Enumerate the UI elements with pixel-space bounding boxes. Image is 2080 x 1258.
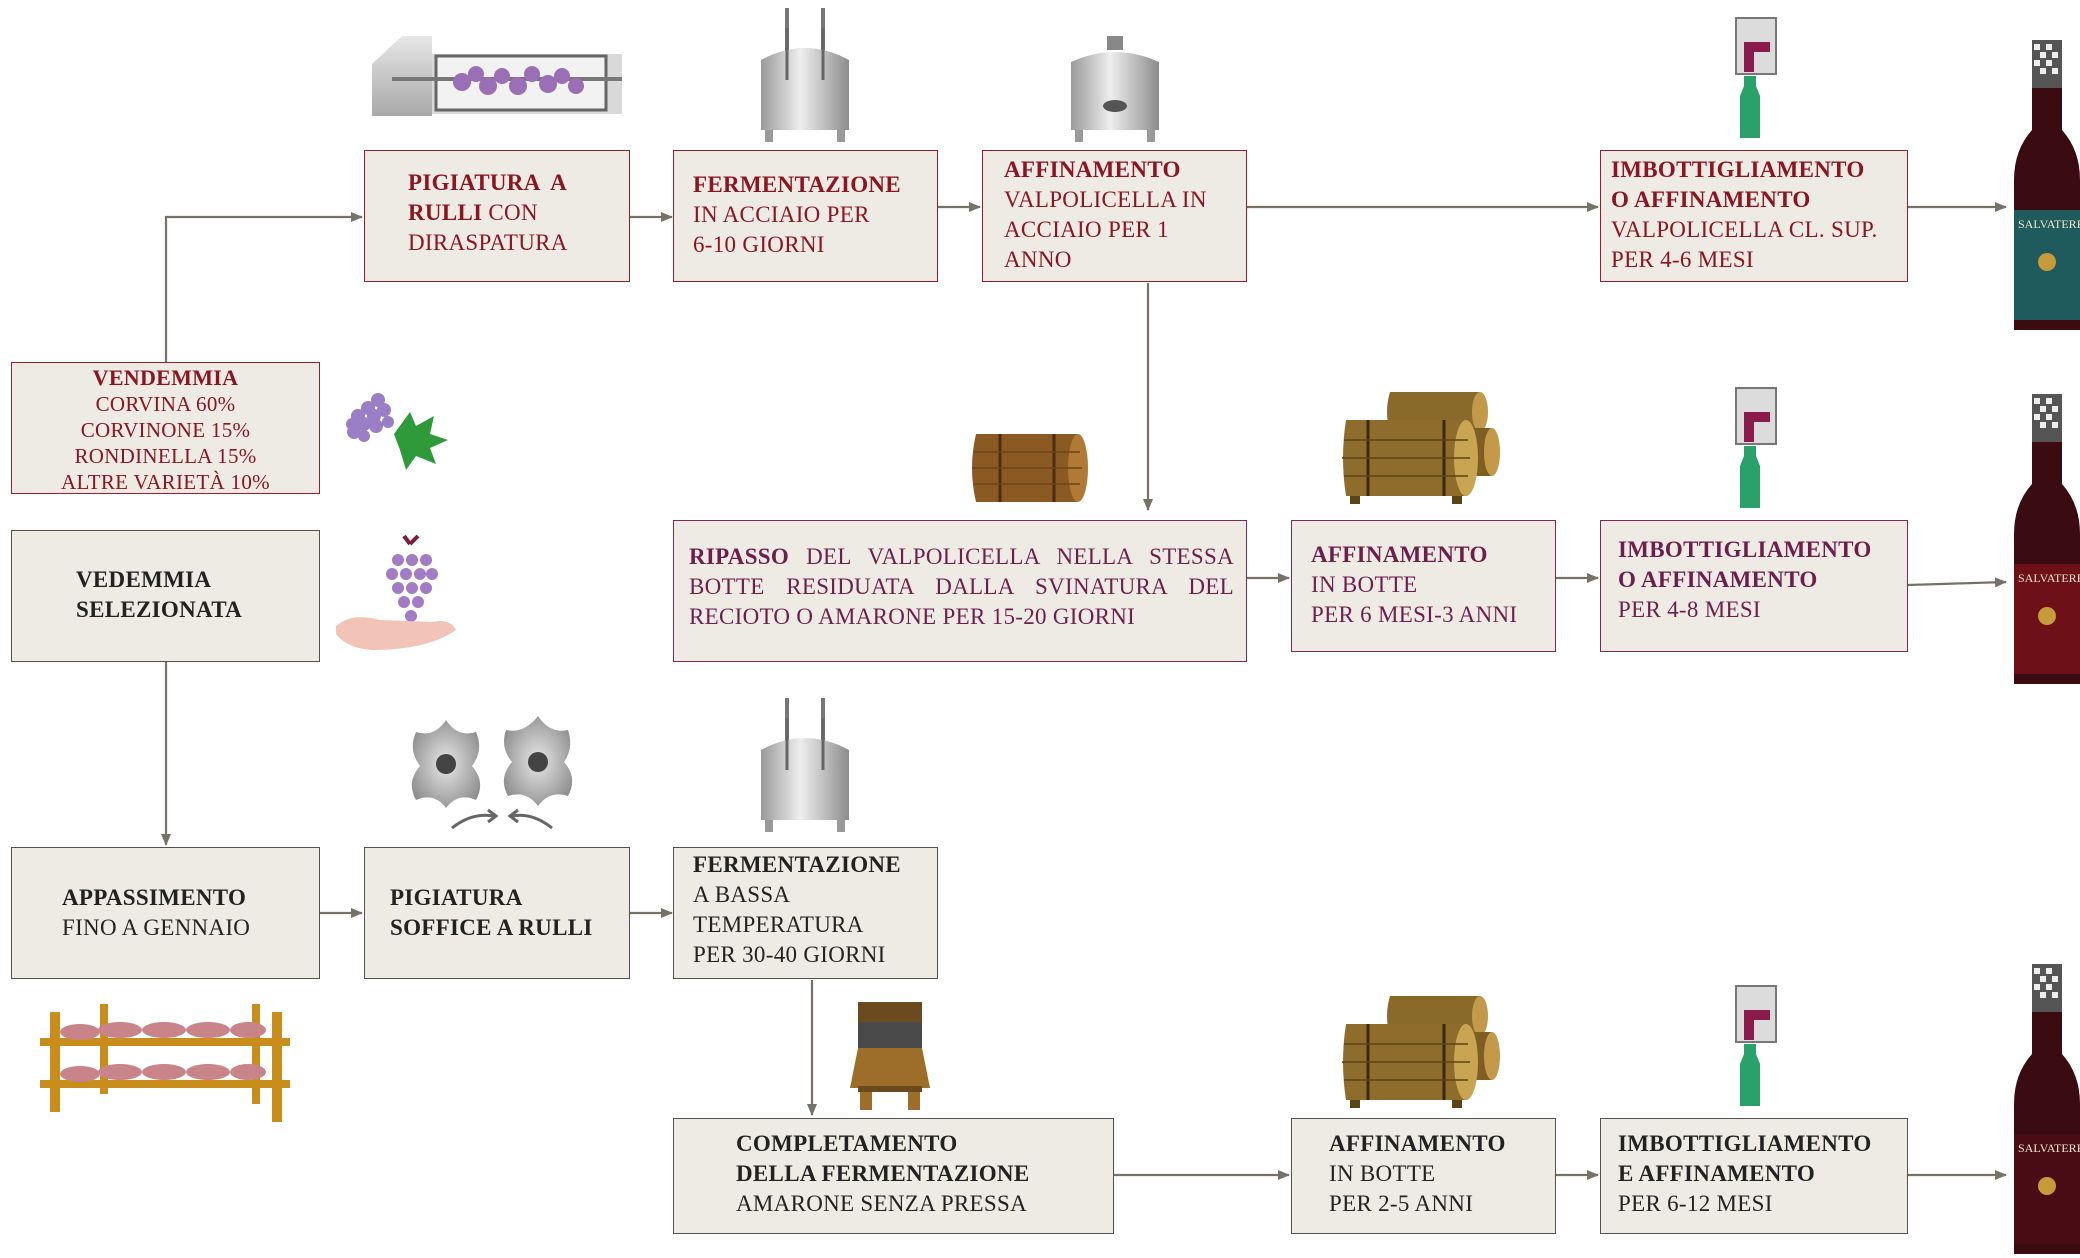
affinamento-acciaio-line: ANNO <box>1004 247 1072 272</box>
imbottigliamento-valpolicella-title-1: IMBOTTIGLIAMENTO <box>1611 157 1865 182</box>
bottling-machine-icon <box>1735 985 1777 1106</box>
barrels-stack-icon <box>1342 996 1500 1108</box>
affinamento-amarone-line: IN BOTTE <box>1329 1161 1436 1186</box>
grape-hand-icon <box>336 534 456 650</box>
completamento-title-1: COMPLETAMENTO <box>736 1131 958 1156</box>
pigiatura-soffice-box: PIGIATURA SOFFICE A RULLI <box>364 847 630 979</box>
affinamento-botte-title: AFFINAMENTO <box>1311 542 1488 567</box>
fermentazione-acciaio-line: 6-10 GIORNI <box>693 232 825 257</box>
wine-bottle-icon: SALVATERRA <box>2014 964 2080 1254</box>
imbottigliamento-amarone-title-2: E AFFINAMENTO <box>1618 1161 1816 1186</box>
appassimento-title: APPASSIMENTO <box>62 885 247 910</box>
ripasso-text: DEL VALPOLICELLA NELLA STESSA <box>789 544 1234 569</box>
grape-leaf-icon <box>346 393 448 470</box>
pigiatura-rulli-diraspatura: DIRASPATURA <box>408 230 568 255</box>
bottling-machine-icon <box>1735 17 1777 138</box>
vedemmia-selezionata-title-2: SELEZIONATA <box>76 597 243 622</box>
imbottigliamento-valpolicella-box: IMBOTTIGLIAMENTO O AFFINAMENTO VALPOLICE… <box>1600 150 1908 282</box>
vendemmia-box: VENDEMMIA CORVINA 60% CORVINONE 15% ROND… <box>11 362 320 494</box>
steel-tank-icon <box>761 8 849 142</box>
imbottigliamento-valpolicella-line: VALPOLICELLA CL. SUP. <box>1611 217 1878 242</box>
variety-rondinella: RONDINELLA 15% <box>74 444 257 468</box>
arrow-vendemmia-to-pigiatura <box>164 212 363 362</box>
affinamento-acciaio-line: ACCIAIO PER 1 <box>1004 217 1169 242</box>
appassimento-line: FINO A GENNAIO <box>62 915 251 940</box>
affinamento-amarone-line: PER 2-5 ANNI <box>1329 1191 1474 1216</box>
affinamento-acciaio-title: AFFINAMENTO <box>1004 157 1181 182</box>
barrel-icon <box>972 434 1088 502</box>
affinamento-acciaio-box: AFFINAMENTO VALPOLICELLA IN ACCIAIO PER … <box>982 150 1247 282</box>
imbottigliamento-ripasso-title-1: IMBOTTIGLIAMENTO <box>1618 537 1872 562</box>
arrow-imbott2-to-bottle2 <box>1907 577 2007 588</box>
steel-tank-closed-icon <box>1071 36 1159 142</box>
imbottigliamento-amarone-box: IMBOTTIGLIAMENTO E AFFINAMENTO PER 6-12 … <box>1600 1118 1908 1234</box>
wine-bottle-icon: SALVATERRA <box>2014 394 2080 684</box>
imbottigliamento-amarone-title-1: IMBOTTIGLIAMENTO <box>1618 1131 1872 1156</box>
affinamento-acciaio-line: VALPOLICELLA IN <box>1004 187 1207 212</box>
completamento-title-2: DELLA FERMENTAZIONE <box>736 1161 1030 1186</box>
affinamento-amarone-title: AFFINAMENTO <box>1329 1131 1506 1156</box>
svg-text:SALVATERRA: SALVATERRA <box>2018 1141 2080 1155</box>
svg-text:SALVATERRA: SALVATERRA <box>2018 217 2080 231</box>
imbottigliamento-amarone-line: PER 6-12 MESI <box>1618 1191 1773 1216</box>
pigiatura-rulli-bold: RULLI <box>408 200 483 225</box>
fermentazione-acciaio-title: FERMENTAZIONE <box>693 172 901 197</box>
affinamento-botte-line: IN BOTTE <box>1311 572 1418 597</box>
press-icon <box>850 1002 930 1110</box>
svg-text:SALVATERRA: SALVATERRA <box>2018 571 2080 585</box>
variety-corvinone: CORVINONE 15% <box>80 418 251 442</box>
variety-altre: ALTRE VARIETÀ 10% <box>61 470 270 494</box>
crusher-icon <box>372 36 622 116</box>
imbottigliamento-ripasso-title-2: O AFFINAMENTO <box>1618 567 1818 592</box>
pigiatura-rulli-con: CON <box>482 200 538 225</box>
pigiatura-rulli-box: PIGIATURA A RULLI CON DIRASPATURA <box>364 150 630 282</box>
steel-tank-icon <box>761 698 849 832</box>
vedemmia-selezionata-title-1: VEDEMMIA <box>76 567 212 592</box>
imbottigliamento-ripasso-line: PER 4-8 MESI <box>1618 597 1761 622</box>
fermentazione-bassa-box: FERMENTAZIONE A BASSA TEMPERATURA PER 30… <box>673 847 938 979</box>
affinamento-botte-box: AFFINAMENTO IN BOTTE PER 6 MESI-3 ANNI <box>1291 520 1556 652</box>
fermentazione-bassa-line: PER 30-40 GIORNI <box>693 942 886 967</box>
pigiatura-rulli-title: PIGIATURA A <box>408 170 568 195</box>
wine-bottle-icon: SALVATERRA <box>2014 40 2080 330</box>
ripasso-line: BOTTE RESIDUATA DALLA SVINATURA DEL <box>689 574 1234 599</box>
bottling-machine-icon <box>1735 387 1777 508</box>
ripasso-box: RIPASSO DEL VALPOLICELLA NELLA STESSA BO… <box>673 520 1247 662</box>
completamento-line: AMARONE SENZA PRESSA <box>736 1191 1027 1216</box>
affinamento-botte-line: PER 6 MESI-3 ANNI <box>1311 602 1518 627</box>
fermentazione-acciaio-box: FERMENTAZIONE IN ACCIAIO PER 6-10 GIORNI <box>673 150 938 282</box>
vedemmia-selezionata-box: VEDEMMIA SELEZIONATA <box>11 530 320 662</box>
appassimento-box: APPASSIMENTO FINO A GENNAIO <box>11 847 320 979</box>
vendemmia-title: VENDEMMIA <box>92 365 239 390</box>
drying-rack-icon <box>40 1004 290 1122</box>
barrels-stack-icon <box>1342 392 1500 504</box>
pigiatura-soffice-title-1: PIGIATURA <box>390 885 523 910</box>
imbottigliamento-ripasso-box: IMBOTTIGLIAMENTO O AFFINAMENTO PER 4-8 M… <box>1600 520 1908 652</box>
fermentazione-bassa-line: TEMPERATURA <box>693 912 864 937</box>
fermentazione-acciaio-line: IN ACCIAIO PER <box>693 202 870 227</box>
affinamento-amarone-box: AFFINAMENTO IN BOTTE PER 2-5 ANNI <box>1291 1118 1556 1234</box>
imbottigliamento-valpolicella-line: PER 4-6 MESI <box>1611 247 1754 272</box>
ripasso-title: RIPASSO <box>689 544 790 569</box>
pigiatura-soffice-title-2: SOFFICE A RULLI <box>390 915 593 940</box>
destemmer-rollers-icon <box>411 716 573 830</box>
fermentazione-bassa-line: A BASSA <box>693 882 791 907</box>
fermentazione-bassa-title: FERMENTAZIONE <box>693 852 901 877</box>
variety-corvina: CORVINA 60% <box>95 392 236 416</box>
completamento-box: COMPLETAMENTO DELLA FERMENTAZIONE AMARON… <box>673 1118 1114 1234</box>
imbottigliamento-valpolicella-title-2: O AFFINAMENTO <box>1611 187 1811 212</box>
ripasso-line: RECIOTO O AMARONE PER 15-20 GIORNI <box>689 604 1136 629</box>
